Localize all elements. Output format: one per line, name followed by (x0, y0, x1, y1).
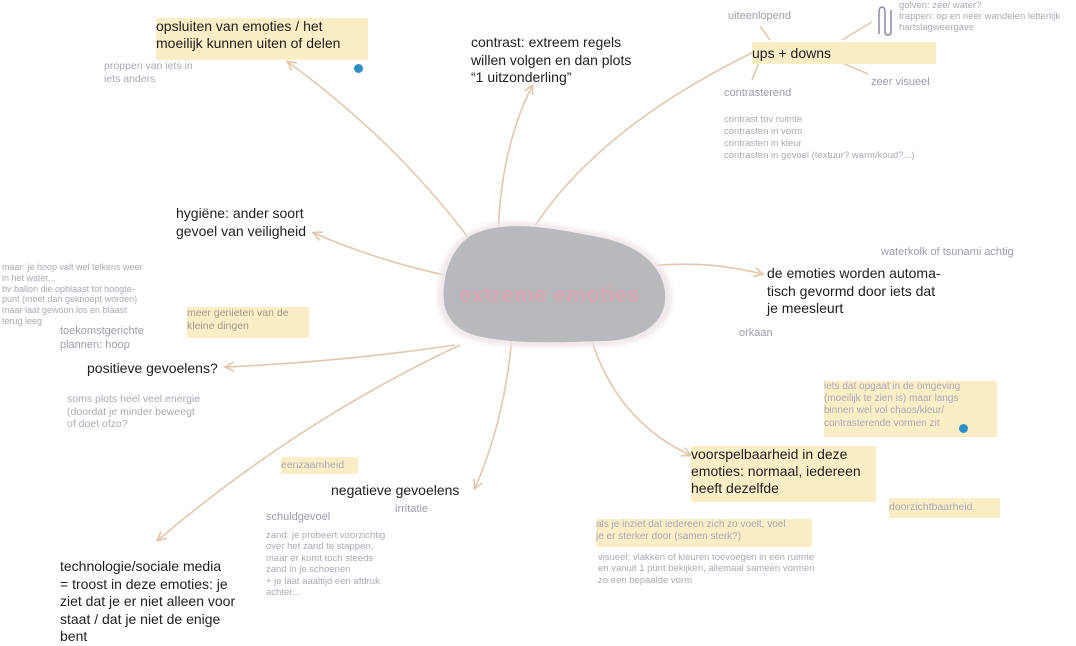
note-uiteenlopend: uiteenlopend (728, 10, 792, 22)
node-negatieve[interactable]: negatieve gevoelens (331, 482, 460, 498)
note-contrast-lijst: contrast tov ruimte contrasten in vorm c… (724, 114, 915, 161)
marker-dot-top (354, 64, 363, 73)
note-irritatie: irritatie (395, 503, 429, 515)
note-hoop-ballon: maar: je hoop valt wel telkens weer in h… (2, 262, 143, 326)
node-hygiene[interactable]: hygiëne: ander soort gevoel van veilighe… (176, 205, 306, 239)
arrow-to-technologie (158, 344, 461, 540)
arrow-to-opsluiten (288, 62, 471, 241)
marker-dot-right (959, 424, 968, 433)
note-orkaan: orkaan (739, 327, 773, 339)
node-automatisch[interactable]: de emoties worden automa- tisch gevormd … (767, 265, 941, 316)
note-eenzaamheid: eenzaamheid (281, 457, 358, 474)
line-ups-golven (841, 21, 873, 41)
node-contrast-regels[interactable]: contrast: extreem regels willen volgen e… (471, 34, 632, 85)
node-opsluiten[interactable]: opsluiten van emoties / het moeilijk kun… (156, 18, 368, 60)
note-schuldgevoel: schuldgevoel (266, 511, 331, 523)
note-toekomst: toekomstgerichte plannen: hoop (60, 325, 144, 351)
node-positieve[interactable]: positieve gevoelens? (87, 360, 218, 376)
center-blob-body (443, 226, 666, 343)
note-contrasterend: contrasterend (724, 87, 792, 99)
arrow-group (158, 21, 873, 540)
center-label[interactable]: extreme emoties (459, 282, 641, 307)
arrow-to-voorspelbaarheid (589, 334, 690, 455)
arrow-to-ups-downs (524, 48, 762, 243)
arrow-to-positieve (226, 344, 456, 367)
note-doorzicht: doorzichtbaarheid (889, 498, 1000, 518)
squiggle-icon (878, 6, 892, 36)
node-technologie[interactable]: technologie/sociale media = troost in de… (60, 558, 236, 644)
line-ups-uiteenlopend (759, 25, 771, 41)
note-proppen: proppen van iets in iets anders (104, 60, 193, 85)
note-visueel-vlakken: visueel: vlakken of kleuren toevoegen in… (598, 552, 815, 586)
arrow-to-hygiene (314, 233, 459, 279)
center-blob[interactable] (437, 221, 673, 348)
note-zeer-visueel: zeer visueel (871, 76, 930, 88)
note-inziet: als je inziet dat iedereen zich zo voelt… (596, 519, 812, 547)
note-genieten: meer genieten van de kleine dingen (187, 307, 309, 338)
note-waterkolk: waterkolk of tsunami achtig (881, 246, 1014, 258)
note-zand: zand: je probeert voorzichtig over het z… (266, 530, 386, 598)
note-omgeving: iets dat opgaat in de omgeving (moeilijk… (824, 381, 997, 437)
line-ups-visueel (839, 61, 869, 75)
node-voorspelbaarheid[interactable]: voorspelbaarheid in deze emoties: normaa… (691, 446, 876, 502)
arrow-to-contrast (497, 86, 532, 239)
arrow-to-negatieve (475, 334, 513, 488)
note-golven: golven: zee/ water? trappen: op en neer … (899, 0, 1061, 33)
note-energie: soms plots heel veel energie (doordat je… (67, 393, 201, 431)
node-ups-downs[interactable]: ups + downs (752, 42, 936, 64)
